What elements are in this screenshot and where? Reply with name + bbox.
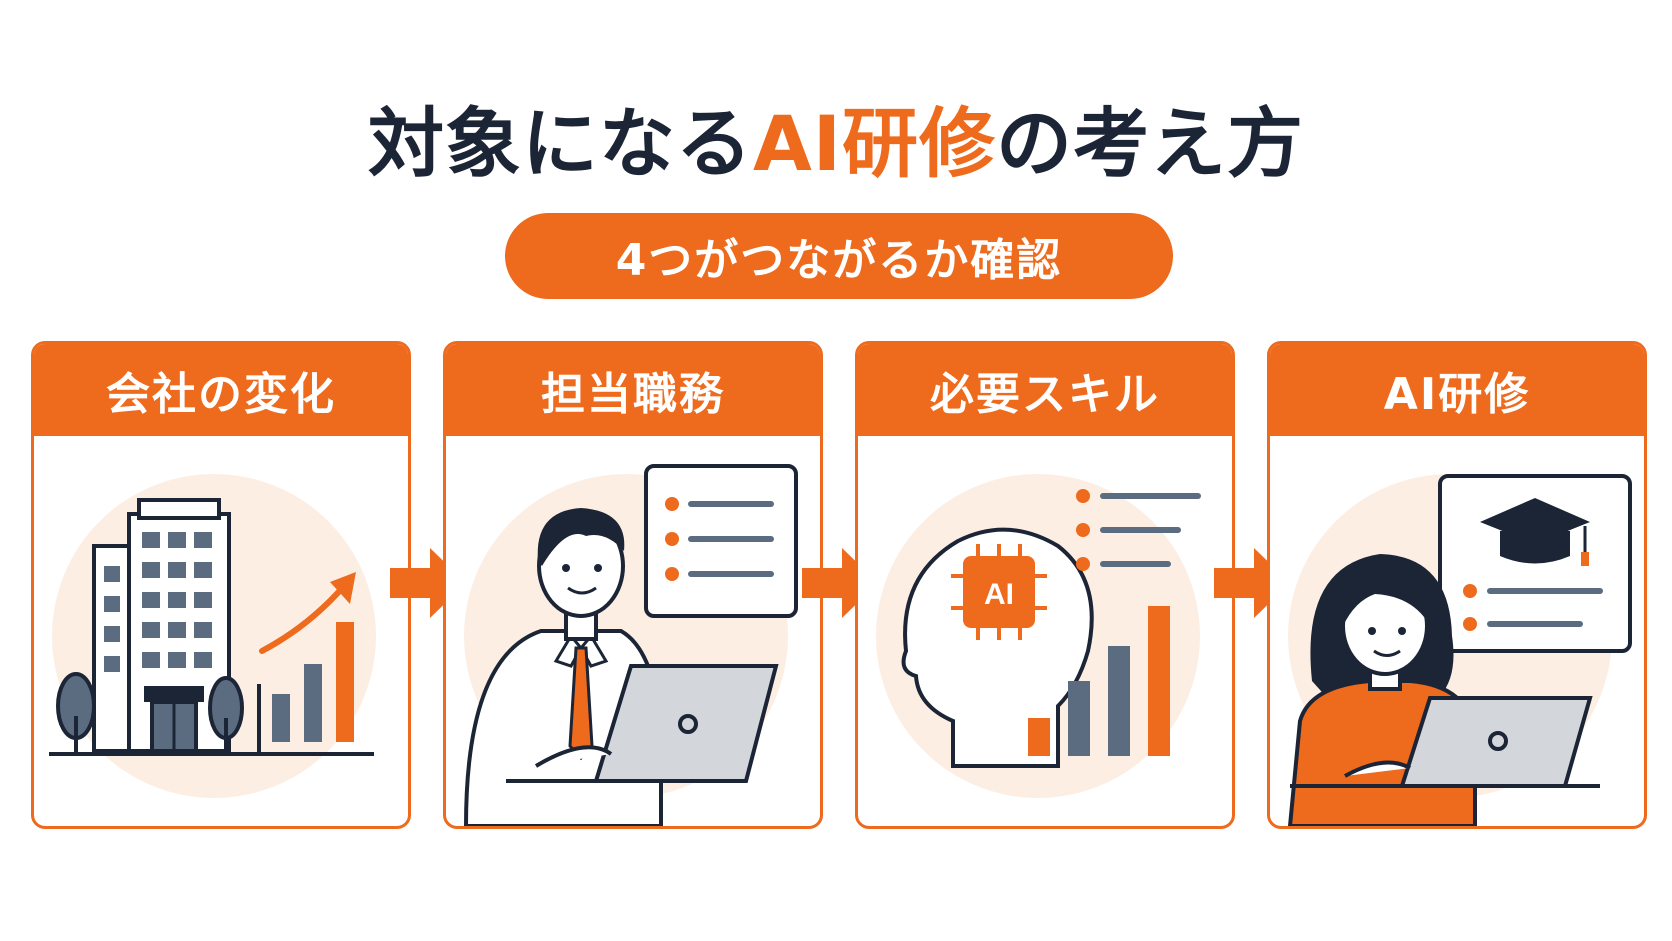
graduation-board-icon xyxy=(1438,474,1632,653)
skill-list-icon xyxy=(1076,489,1201,571)
head-profile-icon xyxy=(901,527,1094,768)
subtitle-pill: 4つがつながるか確認 xyxy=(505,213,1173,299)
step-card-job-duties: 担当職務 xyxy=(443,341,823,829)
ai-chip-label: AI xyxy=(984,578,1014,611)
step-label: AI研修 xyxy=(1383,369,1531,420)
step-illustration xyxy=(34,436,408,826)
step-card-required-skills: 必要スキル AI xyxy=(855,341,1235,829)
step-label: 必要スキル xyxy=(930,369,1160,420)
company-growth-illustration xyxy=(49,474,376,798)
step-illustration xyxy=(1270,436,1644,826)
step-header: 必要スキル xyxy=(858,344,1232,436)
step-header: AI研修 xyxy=(1270,344,1644,436)
ai-chip-icon: AI xyxy=(951,544,1047,640)
tree-icon xyxy=(56,672,244,754)
office-building-icon xyxy=(92,498,231,753)
step-header: 担当職務 xyxy=(446,344,820,436)
subtitle-text: 4つがつながるか確認 xyxy=(615,235,1063,286)
step-label: 担当職務 xyxy=(541,369,725,420)
step-label: 会社の変化 xyxy=(106,369,336,420)
laptop-icon xyxy=(1290,696,1600,788)
step-illustration xyxy=(446,436,820,826)
task-list-icon xyxy=(644,464,798,618)
rising-bar-chart-icon xyxy=(257,572,356,754)
skill-bar-chart-icon xyxy=(1028,606,1170,756)
title-before: 対象になる xyxy=(367,99,753,188)
title-accent: AI研修 xyxy=(752,99,997,188)
step-header: 会社の変化 xyxy=(34,344,408,436)
step-card-ai-training: AI研修 xyxy=(1267,341,1647,829)
title-after: の考え方 xyxy=(996,99,1305,188)
step-card-company-change: 会社の変化 xyxy=(31,341,411,829)
learner-laptop-illustration xyxy=(1287,474,1632,826)
step-illustration: AI xyxy=(858,436,1232,826)
worker-laptop-illustration xyxy=(463,464,798,826)
ai-skill-illustration: AI xyxy=(876,474,1201,798)
page-title: 対象になるAI研修の考え方 xyxy=(0,82,1672,192)
laptop-icon xyxy=(506,664,779,783)
